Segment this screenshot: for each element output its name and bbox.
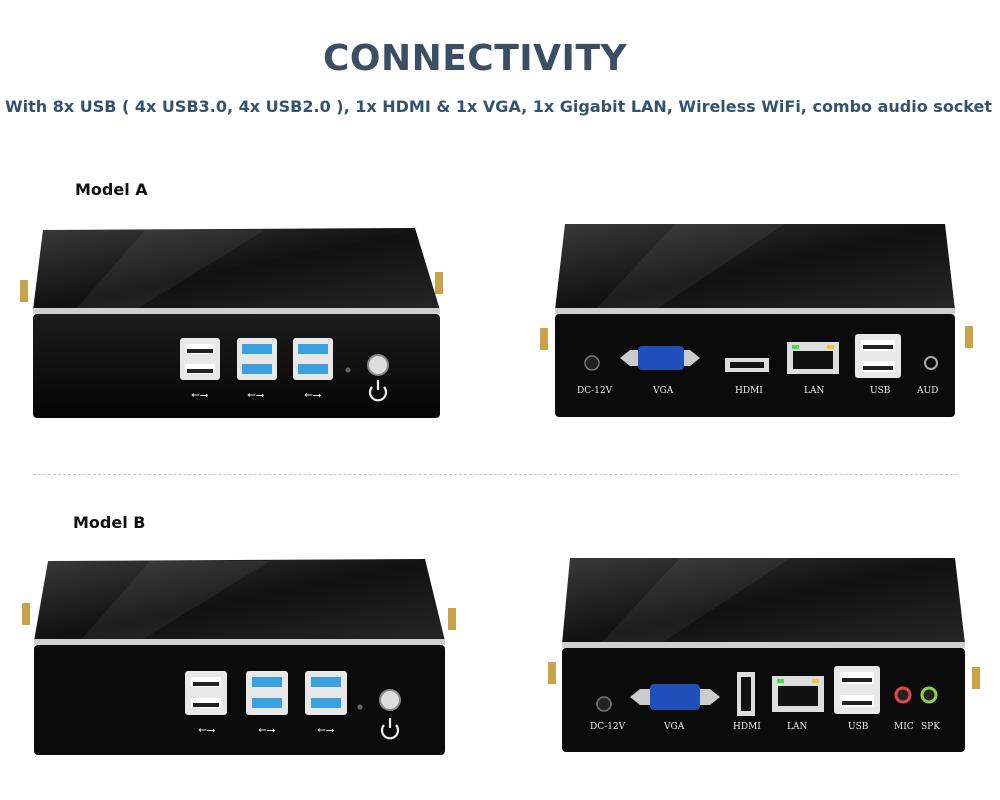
rear-label-lan: LAN — [787, 722, 807, 732]
rear-label-hdmi: HDMI — [735, 386, 763, 396]
power-icon — [380, 718, 400, 740]
antenna-icon — [548, 662, 980, 689]
model-a-label: Model A — [75, 180, 148, 199]
rear-label-aud: AUD — [916, 386, 938, 396]
rear-label-vga: VGA — [663, 722, 685, 732]
model-b-front-image: ⭠⭢ ⭠⭢ ⭠⭢ — [20, 553, 460, 763]
vga-port — [630, 684, 720, 710]
antenna-icon — [22, 603, 456, 630]
usb3-port-pair — [293, 338, 333, 380]
usb-icon: ⭠⭢ — [198, 723, 216, 736]
rear-label-dc: DC-12V — [590, 722, 626, 732]
power-button — [367, 354, 389, 376]
usb2-port-pair — [180, 338, 220, 380]
rear-label-usb: USB — [848, 722, 869, 732]
speaker-jack — [920, 686, 938, 704]
usb-icon: ⭠⭢ — [317, 723, 335, 736]
usb-icon: ⭠⭢ — [247, 388, 265, 401]
dc-jack — [584, 355, 600, 371]
audio-jack — [924, 356, 938, 370]
mic-jack — [894, 686, 912, 704]
usb3-port-pair — [237, 338, 277, 380]
page-title: CONNECTIVITY — [322, 38, 628, 79]
rear-label-vga: VGA — [652, 386, 674, 396]
model-a-front-image: ⭠⭢ ⭠⭢ ⭠⭢ — [15, 220, 455, 425]
rear-label-hdmi: HDMI — [733, 722, 761, 732]
rear-label-usb: USB — [870, 386, 891, 396]
usb-icon: ⭠⭢ — [258, 723, 276, 736]
model-a-rear-image: DC-12V VGA HDMI LAN USB AUD — [535, 218, 985, 423]
usb3-port-pair — [305, 671, 347, 715]
usb-icon: ⭠⭢ — [191, 388, 209, 401]
page-subtitle: With 8x USB ( 4x USB3.0, 4x USB2.0 ), 1x… — [4, 97, 993, 116]
vga-port — [620, 346, 700, 370]
rear-label-spk: SPK — [921, 722, 940, 732]
antenna-icon — [540, 326, 973, 350]
rear-label-lan: LAN — [804, 386, 824, 396]
section-divider — [33, 474, 958, 475]
power-button — [379, 689, 401, 711]
model-b-label: Model B — [73, 513, 146, 532]
rear-label-mic: MIC — [894, 722, 914, 732]
model-b-rear-image: DC-12V VGA HDMI LAN USB MIC SPK — [540, 552, 990, 762]
rear-label-dc: DC-12V — [577, 386, 613, 396]
usb-icon: ⭠⭢ — [304, 388, 322, 401]
dc-jack — [596, 696, 612, 712]
power-icon — [368, 380, 388, 402]
antenna-icon — [20, 272, 443, 302]
usb3-port-pair — [246, 671, 288, 715]
usb2-port-pair — [185, 671, 227, 715]
